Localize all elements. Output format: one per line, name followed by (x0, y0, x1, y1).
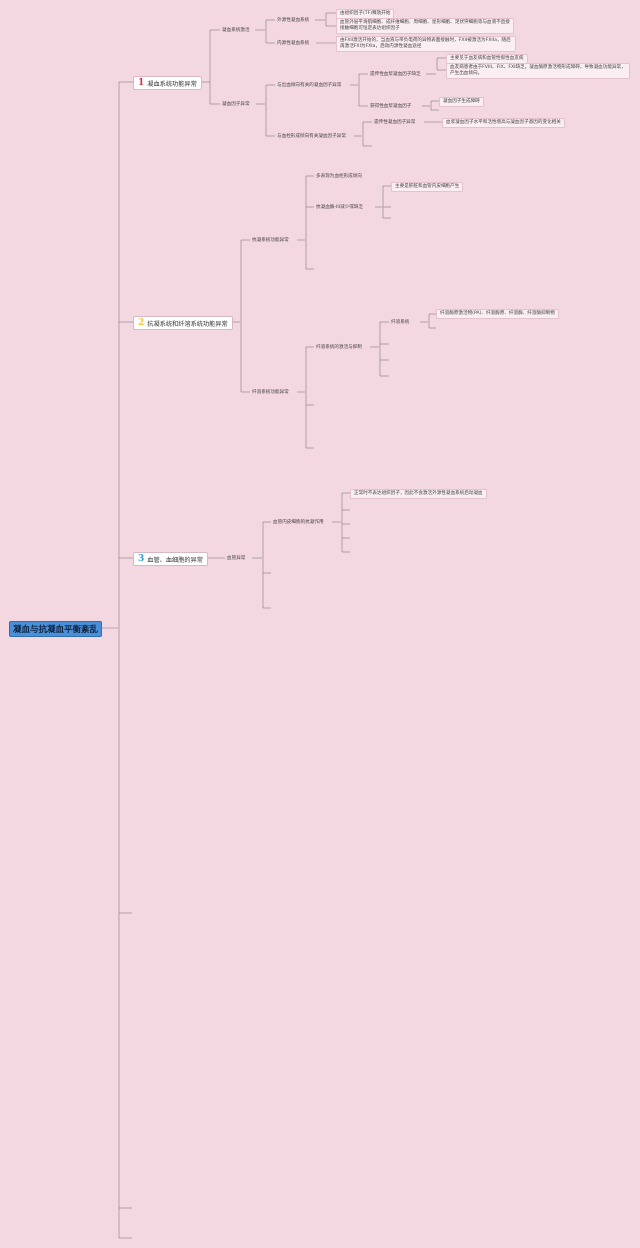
node-fibrin-system-detail-1[interactable]: 纤溶酶原激活物(PA)、纤溶酶原、纤溶酶、纤溶酶抑制物 (436, 309, 559, 319)
branch-1-number: 1 (138, 78, 145, 88)
branch-1-title: 凝血系统功能异常 (147, 80, 197, 88)
node-hereditary-detail-2[interactable]: 血友病患者由于FVIII、FIX、FXI缺乏，凝血酶原激活物形成障碍，导致凝血功… (446, 63, 630, 79)
root-topic[interactable]: 凝血与抗凝血平衡紊乱 (9, 621, 102, 637)
node-extrinsic[interactable]: 外源性凝血系统 (277, 18, 310, 23)
node-factor-abnormal[interactable]: 凝血因子异常 (222, 102, 250, 107)
node-acquired-deficiency[interactable]: 获得性血浆凝血因子 (370, 104, 412, 109)
node-bleeding-factors[interactable]: 与出血倾向有关的凝血因子异常 (277, 83, 342, 88)
node-hereditary-deficiency[interactable]: 遗传性血浆凝血因子缺乏 (370, 72, 421, 77)
node-anticoag-detail-1[interactable]: 多表现为血栓形成倾向 (316, 174, 362, 179)
branch-2-title: 抗凝系统和纤溶系统功能异常 (147, 320, 228, 328)
node-intrinsic[interactable]: 内源性凝血系统 (277, 41, 310, 46)
node-fibrin-abnormal[interactable]: 纤溶系统功能异常 (252, 390, 289, 395)
branch-3[interactable]: 3 血管、血细胞的异常 (133, 552, 208, 566)
node-intrinsic-detail-1[interactable]: 由FXII激活开始的，当血液与带负电荷的异物表面接触时，FXII被激活为FXII… (336, 36, 516, 52)
node-vessel-abnormal[interactable]: 血管异常 (227, 556, 246, 561)
node-endothelium[interactable]: 血管内皮细胞的抗凝作用 (273, 520, 324, 525)
node-thrombosis-factors[interactable]: 与血栓形成倾向有关凝血因子异常 (277, 134, 346, 139)
node-acquired-detail-1[interactable]: 凝血因子生成障碍 (439, 97, 484, 107)
node-anticoag-abnormal[interactable]: 抗凝系统功能异常 (252, 238, 289, 243)
node-hereditary-abnormal[interactable]: 遗传性凝血因子异常 (374, 120, 416, 125)
branch-2[interactable]: 2 抗凝系统和纤溶系统功能异常 (133, 316, 233, 330)
branch-3-title: 血管、血细胞的异常 (147, 556, 203, 564)
branch-1[interactable]: 1 凝血系统功能异常 (133, 76, 202, 90)
node-fibrin-system[interactable]: 纤溶系统 (391, 320, 410, 325)
node-hereditary-abnormal-detail-1[interactable]: 血浆凝血因子水平和活性增高与凝血因子基因的变化相关 (442, 118, 565, 128)
node-endothelium-detail-1[interactable]: 正常时不表达组织因子，因此不会激活外源性凝血系统启动凝血 (350, 489, 487, 499)
branch-3-number: 3 (138, 554, 145, 564)
node-activation[interactable]: 凝血系统激活 (222, 28, 250, 33)
branch-2-number: 2 (138, 318, 145, 328)
node-at-deficiency[interactable]: 抗凝血酶-III减少或缺乏 (316, 205, 364, 210)
node-fibrin-activation[interactable]: 纤溶系统的激活与抑制 (316, 345, 362, 350)
node-extrinsic-detail-2[interactable]: 血管外层平滑肌细胞、成纤维细胞、周细胞、星形细胞、足状突细胞等与血液不直接接触细… (336, 18, 514, 34)
node-at-detail-1[interactable]: 主要是肝脏和血管内皮细胞产生 (391, 182, 464, 192)
